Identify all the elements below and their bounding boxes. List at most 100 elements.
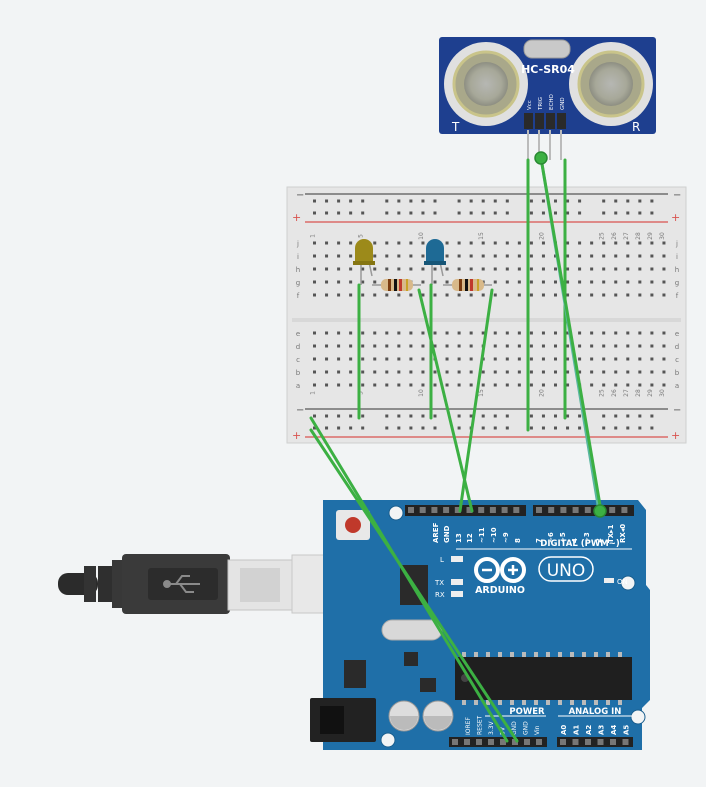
breadboard-hole[interactable]: [433, 331, 437, 335]
breadboard-hole[interactable]: [554, 199, 557, 203]
breadboard-hole[interactable]: [481, 426, 485, 430]
breadboard-hole[interactable]: [445, 344, 449, 348]
breadboard-hole[interactable]: [421, 414, 425, 418]
breadboard-hole[interactable]: [505, 383, 509, 387]
breadboard-hole[interactable]: [662, 267, 666, 271]
breadboard-hole[interactable]: [662, 357, 666, 361]
header-pin[interactable]: [584, 507, 591, 513]
breadboard-hole[interactable]: [493, 267, 497, 271]
breadboard-hole[interactable]: [325, 199, 329, 203]
breadboard-hole[interactable]: [554, 414, 557, 418]
breadboard-hole[interactable]: [325, 414, 329, 418]
breadboard-hole[interactable]: [578, 331, 582, 335]
breadboard-hole[interactable]: [626, 383, 630, 387]
breadboard-hole[interactable]: [385, 426, 389, 430]
breadboard-hole[interactable]: [421, 426, 425, 430]
breadboard-hole[interactable]: [650, 414, 654, 418]
breadboard-hole[interactable]: [590, 357, 594, 361]
breadboard-hole[interactable]: [505, 344, 509, 348]
breadboard-hole[interactable]: [397, 370, 401, 374]
breadboard-hole[interactable]: [349, 211, 353, 215]
breadboard-hole[interactable]: [397, 211, 401, 215]
breadboard-hole[interactable]: [433, 370, 437, 374]
header-pin[interactable]: [622, 739, 629, 745]
led-blue[interactable]: [424, 239, 446, 285]
breadboard-hole[interactable]: [529, 241, 533, 245]
breadboard-hole[interactable]: [650, 370, 654, 374]
breadboard-hole[interactable]: [469, 199, 473, 203]
resistor-2[interactable]: [443, 279, 492, 291]
breadboard-hole[interactable]: [469, 211, 473, 215]
breadboard-hole[interactable]: [397, 344, 401, 348]
breadboard-hole[interactable]: [421, 254, 425, 258]
breadboard-hole[interactable]: [662, 331, 666, 335]
breadboard-hole[interactable]: [385, 293, 389, 297]
breadboard-hole[interactable]: [638, 344, 642, 348]
breadboard-hole[interactable]: [349, 383, 353, 387]
breadboard-hole[interactable]: [337, 370, 341, 374]
breadboard-hole[interactable]: [541, 211, 545, 215]
breadboard-hole[interactable]: [541, 199, 545, 203]
breadboard-hole[interactable]: [457, 426, 461, 430]
breadboard-hole[interactable]: [602, 331, 606, 335]
breadboard-hole[interactable]: [481, 293, 485, 297]
header-pin[interactable]: [536, 507, 542, 513]
breadboard-hole[interactable]: [566, 414, 570, 418]
breadboard-hole[interactable]: [313, 344, 316, 348]
breadboard-hole[interactable]: [469, 267, 473, 271]
breadboard-hole[interactable]: [445, 267, 449, 271]
breadboard-hole[interactable]: [469, 344, 473, 348]
breadboard-hole[interactable]: [421, 293, 425, 297]
breadboard-hole[interactable]: [445, 383, 449, 387]
breadboard-hole[interactable]: [409, 293, 413, 297]
wires[interactable]: [309, 156, 603, 743]
breadboard-hole[interactable]: [638, 267, 642, 271]
breadboard-hole[interactable]: [505, 211, 509, 215]
breadboard-hole[interactable]: [505, 241, 509, 245]
breadboard-hole[interactable]: [409, 344, 413, 348]
breadboard-hole[interactable]: [337, 211, 341, 215]
breadboard-hole[interactable]: [493, 241, 497, 245]
wire-5v-rail[interactable]: [309, 428, 519, 743]
breadboard-hole[interactable]: [505, 357, 509, 361]
breadboard-hole[interactable]: [566, 331, 570, 335]
breadboard-hole[interactable]: [614, 293, 618, 297]
breadboard-hole[interactable]: [602, 426, 606, 430]
breadboard-hole[interactable]: [325, 344, 329, 348]
breadboard-hole[interactable]: [445, 241, 449, 245]
breadboard-hole[interactable]: [541, 370, 545, 374]
breadboard-hole[interactable]: [385, 344, 389, 348]
breadboard-hole[interactable]: [385, 241, 389, 245]
breadboard-hole[interactable]: [638, 426, 642, 430]
breadboard-hole[interactable]: [421, 280, 425, 284]
breadboard-hole[interactable]: [541, 331, 545, 335]
header-pin[interactable]: [500, 739, 506, 745]
breadboard-hole[interactable]: [361, 211, 365, 215]
breadboard-hole[interactable]: [578, 254, 582, 258]
wire-pin-12[interactable]: [417, 288, 474, 513]
breadboard-hole[interactable]: [409, 357, 413, 361]
breadboard[interactable]: 1155101015152020252526262727282829293030…: [286, 186, 687, 444]
breadboard-hole[interactable]: [325, 254, 329, 258]
breadboard-hole[interactable]: [626, 426, 630, 430]
breadboard-hole[interactable]: [325, 357, 329, 361]
breadboard-hole[interactable]: [566, 254, 570, 258]
breadboard-hole[interactable]: [481, 254, 485, 258]
breadboard-hole[interactable]: [505, 293, 509, 297]
breadboard-hole[interactable]: [325, 293, 329, 297]
breadboard-hole[interactable]: [638, 211, 642, 215]
breadboard-hole[interactable]: [397, 331, 401, 335]
breadboard-hole[interactable]: [590, 383, 594, 387]
header-pin[interactable]: [609, 507, 616, 513]
breadboard-hole[interactable]: [337, 426, 341, 430]
breadboard-hole[interactable]: [578, 241, 582, 245]
breadboard-hole[interactable]: [517, 357, 521, 361]
breadboard-hole[interactable]: [517, 383, 521, 387]
breadboard-hole[interactable]: [614, 383, 618, 387]
breadboard-hole[interactable]: [433, 211, 437, 215]
breadboard-hole[interactable]: [493, 414, 497, 418]
breadboard-hole[interactable]: [614, 426, 618, 430]
breadboard-hole[interactable]: [373, 383, 377, 387]
breadboard-hole[interactable]: [457, 357, 461, 361]
